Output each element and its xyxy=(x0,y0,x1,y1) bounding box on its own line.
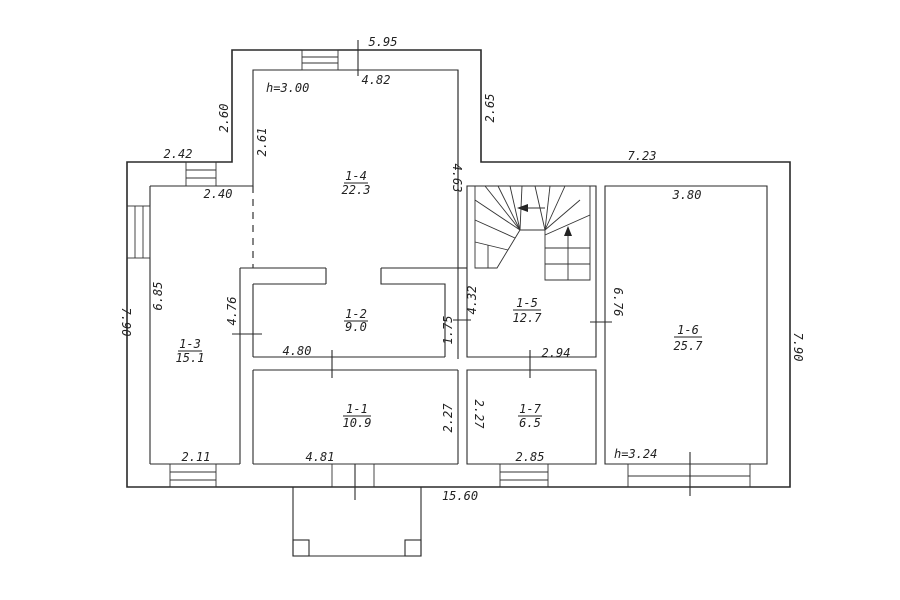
window-top xyxy=(301,49,339,71)
dim-right-up: 2.65 xyxy=(483,94,497,123)
window-left-step xyxy=(185,161,217,187)
dim-r7-h: 2.27 xyxy=(472,400,486,430)
svg-text:6.5: 6.5 xyxy=(519,416,541,430)
dim-left-total: 7.90 xyxy=(119,308,133,337)
svg-text:22.3: 22.3 xyxy=(342,183,371,197)
staircase xyxy=(474,185,591,281)
svg-text:1-2: 1-2 xyxy=(345,307,367,321)
wall-r6 xyxy=(604,185,768,465)
height-main: h=3.00 xyxy=(266,81,309,95)
room-label-1-4: 1-4 22.3 xyxy=(342,169,371,197)
room-label-1-1: 1-1 10.9 xyxy=(343,402,372,430)
dim-inner-261: 2.61 xyxy=(255,128,269,157)
room-label-1-6: 1-6 25.7 xyxy=(674,323,704,353)
svg-text:1-5: 1-5 xyxy=(516,296,538,310)
dim-r2-side: 4.76 xyxy=(225,297,239,326)
svg-text:1-3: 1-3 xyxy=(179,337,201,351)
room-label-1-2: 1-2 9.0 xyxy=(344,307,368,334)
dim-r3-h: 6.85 xyxy=(151,282,165,311)
room-label-1-5: 1-5 12.7 xyxy=(513,296,543,325)
svg-text:25.7: 25.7 xyxy=(674,339,704,353)
dim-r5-w: 2.94 xyxy=(542,346,571,360)
dim-r3-bottom: 2.11 xyxy=(182,450,211,464)
wall-r7 xyxy=(466,369,597,465)
dim-step-inner: 2.40 xyxy=(204,187,233,201)
dim-r6-w: 3.80 xyxy=(672,188,702,202)
room-label-1-3: 1-3 15.1 xyxy=(176,337,205,365)
svg-text:10.9: 10.9 xyxy=(343,416,372,430)
dim-right-outer: 7.23 xyxy=(628,149,657,163)
svg-text:1-1: 1-1 xyxy=(346,402,368,416)
dim-stair-432: 4.32 xyxy=(465,286,479,315)
porch xyxy=(292,487,422,557)
room-label-1-7: 1-7 6.5 xyxy=(518,402,542,430)
dim-corr-175: 1.75 xyxy=(441,316,455,345)
svg-text:12.7: 12.7 xyxy=(513,311,543,325)
window-left xyxy=(126,205,151,259)
dim-left-up: 2.60 xyxy=(217,104,231,133)
dim-top-inner: 4.82 xyxy=(362,73,391,87)
dim-r14-h: 4.63 xyxy=(450,164,464,193)
window-bottom-r7 xyxy=(499,463,549,488)
window-bottom-r3 xyxy=(169,463,217,488)
dim-step-top: 2.42 xyxy=(164,147,193,161)
svg-text:1-6: 1-6 xyxy=(677,323,699,337)
dim-r7-bottom: 2.85 xyxy=(516,450,545,464)
height-room6: h=3.24 xyxy=(614,447,657,461)
svg-text:15.1: 15.1 xyxy=(176,351,205,365)
dim-r1-bottom: 4.81 xyxy=(306,450,335,464)
dim-r1-h: 2.27 xyxy=(441,403,455,433)
svg-text:1-4: 1-4 xyxy=(345,169,367,183)
door-ticks xyxy=(232,40,691,500)
dim-top-outer: 5.95 xyxy=(369,35,398,49)
wall-r5 xyxy=(466,185,597,358)
svg-text:1-7: 1-7 xyxy=(519,402,541,416)
dim-right-total: 7.90 xyxy=(791,333,805,362)
dim-total-bottom: 15.60 xyxy=(442,489,478,503)
dim-r5-h: 6.76 xyxy=(611,288,625,317)
svg-text:9.0: 9.0 xyxy=(345,320,367,334)
window-bottom-r6 xyxy=(627,463,751,488)
dim-r2-w: 4.80 xyxy=(283,344,312,358)
